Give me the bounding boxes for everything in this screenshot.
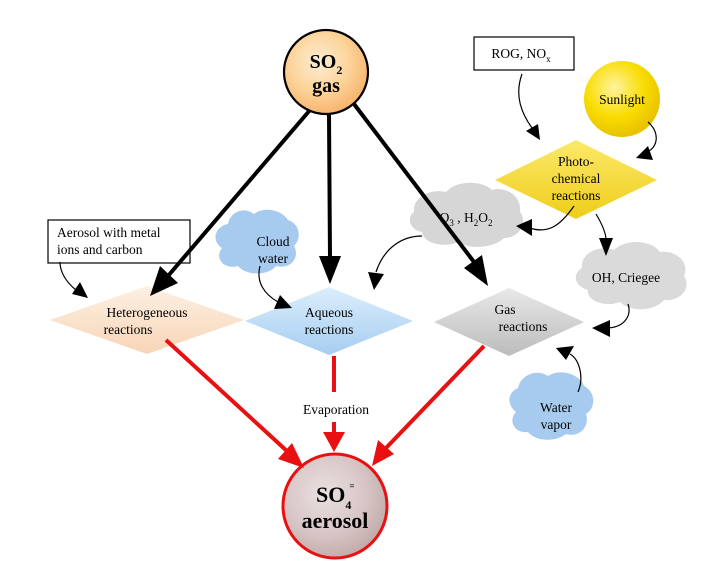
arrow-so2-gas <box>352 102 476 264</box>
arrow-vapor-gas <box>569 353 582 393</box>
photochemical-line3: reactions <box>552 188 601 203</box>
rog-nox-box <box>473 36 575 71</box>
aqueous-line1: Aqueous <box>305 305 353 320</box>
arrowhead-aq-so4 <box>323 432 345 452</box>
arrowhead-gas-so4 <box>372 440 394 466</box>
arrow-so2-aqueous <box>327 114 332 259</box>
cloud-water-line2: water <box>258 251 288 266</box>
so2-gas-label: gas <box>312 75 340 97</box>
gas-reactions-diamond <box>434 288 584 356</box>
cloud-water-blob <box>215 209 299 274</box>
arrow-gas-so4 <box>384 344 486 450</box>
sunlight-label: Sunlight <box>599 92 645 107</box>
gas-reactions-line2: reactions <box>499 319 548 334</box>
arrow-rog-photo <box>518 73 533 129</box>
sunlight-node <box>584 61 660 137</box>
photochemical-diamond <box>495 140 657 219</box>
aerosol-metal-line1: Aerosol with metal <box>57 225 161 240</box>
so4-aerosol-label: aerosol <box>302 508 369 533</box>
arrowhead-aqueous <box>319 256 341 284</box>
rog-nox-label: ROG, NOx <box>491 46 551 64</box>
thin-arrowheads <box>72 124 653 360</box>
water-vapor-line1: Water <box>540 400 572 415</box>
aerosol-metal-line2: ions and carbon <box>57 242 143 257</box>
so4-aerosol-node <box>281 452 389 560</box>
thin-arrows <box>59 73 657 393</box>
oxidant-cloud <box>409 182 524 247</box>
so2-gas-node <box>282 28 370 116</box>
oh-criegee-label: OH, Criegee <box>592 270 660 285</box>
arrowhead-gas <box>464 255 488 286</box>
aqueous-line2: reactions <box>305 322 354 337</box>
arrow-cloud-aqueous <box>258 265 279 303</box>
heterogeneous-diamond <box>50 286 244 354</box>
arrow-metal-het <box>59 261 77 291</box>
evaporation-label: Evaporation <box>303 402 369 417</box>
arrow-heterogeneous-so4 <box>164 338 290 454</box>
cloud-water-line1: Cloud <box>256 234 289 249</box>
water-vapor-line2: vapor <box>541 417 572 432</box>
heterogeneous-line1: Heterogeneous <box>107 305 188 320</box>
gas-reactions-line1: Gas <box>495 302 516 317</box>
arrow-photo-oh <box>595 213 607 241</box>
oh-criegee-cloud <box>575 241 687 310</box>
arrowhead-het-so4 <box>278 443 304 468</box>
so4-label: SO4= <box>316 481 355 512</box>
arrow-oh-gas <box>605 303 630 329</box>
arrow-photo-oxidant <box>529 205 575 231</box>
so2-label: SO2 <box>310 51 343 77</box>
photochemical-line2: chemical <box>552 171 601 186</box>
so2-arrows <box>150 102 488 296</box>
water-vapor-blob <box>509 372 594 440</box>
heterogeneous-line2: reactions <box>104 322 153 337</box>
arrowhead-heterogeneous <box>150 266 178 296</box>
photochemical-line1: Photo- <box>558 154 595 169</box>
red-arrows <box>164 338 486 468</box>
oxidant-label: O3 , H2O2 <box>440 210 493 228</box>
aerosol-metal-box <box>47 219 191 264</box>
arrow-so2-heterogeneous <box>166 108 312 278</box>
arrow-oxidant-aqueous <box>375 235 423 273</box>
